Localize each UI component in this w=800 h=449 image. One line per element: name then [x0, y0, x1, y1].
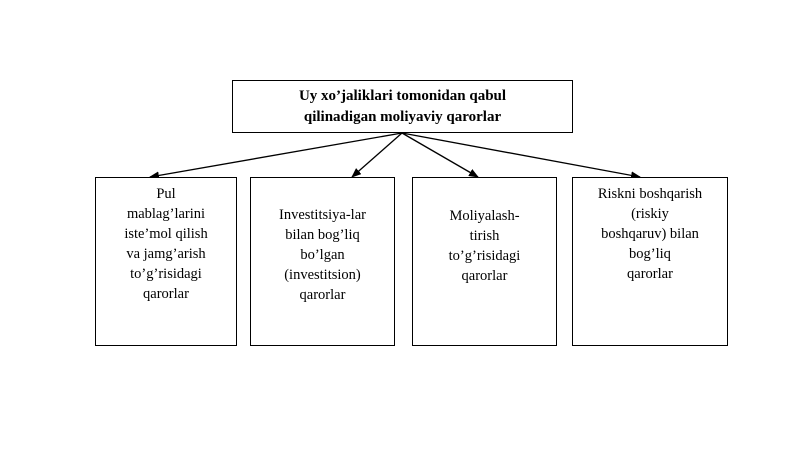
connector-arrow-1: [149, 132, 403, 180]
connector-arrow-3: [401, 132, 479, 178]
decision-box-risk-management: Riskni boshqarish (riskiy boshqaruv) bil…: [572, 177, 728, 346]
decision-box-consumption-savings: Pul mablag’larini iste’mol qilish va jam…: [95, 177, 237, 346]
decision-label-risk-management: Riskni boshqarish (riskiy boshqaruv) bil…: [597, 186, 703, 282]
connector-arrow-2: [351, 132, 403, 178]
root-decision-label: Uy xo’jaliklari tomonidan qabul qilinadi…: [298, 87, 507, 125]
root-decision-box: Uy xo’jaliklari tomonidan qabul qilinadi…: [232, 80, 573, 133]
connector-arrow-4: [401, 132, 641, 180]
decision-box-investment: Investitsiya-lar bilan bog’liq bo’lgan (…: [250, 177, 395, 346]
decision-label-financing: Moliyalash- tirish to’g’risidagi qarorla…: [448, 208, 521, 284]
decision-box-financing: Moliyalash- tirish to’g’risidagi qarorla…: [412, 177, 557, 346]
decision-label-consumption-savings: Pul mablag’larini iste’mol qilish va jam…: [124, 186, 208, 302]
decision-label-investment: Investitsiya-lar bilan bog’liq bo’lgan (…: [279, 207, 366, 303]
